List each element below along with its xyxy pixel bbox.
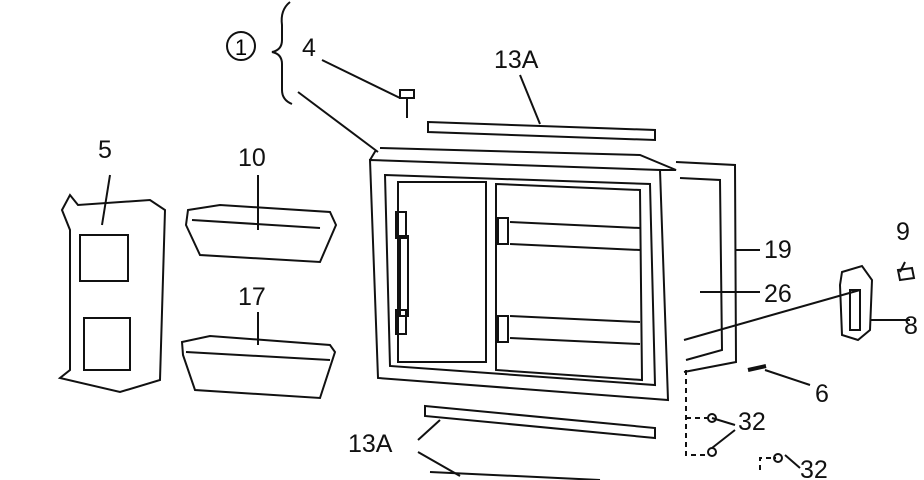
shelf-17 xyxy=(180,334,337,400)
leader-32a-2 xyxy=(711,429,736,449)
leader-assembly xyxy=(297,91,379,153)
leader-6 xyxy=(764,369,811,386)
screw-path xyxy=(685,370,710,456)
label-6: 6 xyxy=(815,380,829,408)
label-5: 5 xyxy=(98,136,112,164)
label-19: 19 xyxy=(764,236,792,264)
leader-32b xyxy=(784,454,801,469)
leader-13a-bottom-1 xyxy=(417,419,441,441)
label-13a-bottom: 13A xyxy=(348,430,393,458)
shelf-10 xyxy=(184,203,338,264)
hinge-bottom xyxy=(424,404,656,440)
screw-32 xyxy=(707,413,717,423)
handle-8 xyxy=(838,264,874,342)
leader-handle xyxy=(683,289,861,341)
gasket-19 xyxy=(675,161,738,373)
leader-13a-bottom-2 xyxy=(417,451,461,477)
label-13a-top: 13A xyxy=(494,46,539,74)
door-panel-right xyxy=(495,182,644,382)
leader-4 xyxy=(321,59,401,99)
label-8: 8 xyxy=(904,312,918,340)
leader-13a-top xyxy=(519,74,541,125)
hinge-top xyxy=(427,120,656,142)
assembly-brace xyxy=(271,1,293,105)
side-bin-5 xyxy=(57,193,167,394)
label-10: 10 xyxy=(238,144,266,172)
pin-6 xyxy=(747,364,767,372)
label-9: 9 xyxy=(896,218,910,246)
label-26: 26 xyxy=(764,280,792,308)
label-32a: 32 xyxy=(738,408,766,436)
screw-4 xyxy=(399,89,415,99)
label-32b: 32 xyxy=(800,456,828,480)
assembly-callout: 1 xyxy=(226,31,256,61)
label-17: 17 xyxy=(238,283,266,311)
leader-5 xyxy=(101,174,111,226)
label-4: 4 xyxy=(302,34,316,62)
screw-9 xyxy=(896,266,916,282)
door-frame xyxy=(368,158,670,402)
door-panel-left xyxy=(397,181,487,363)
